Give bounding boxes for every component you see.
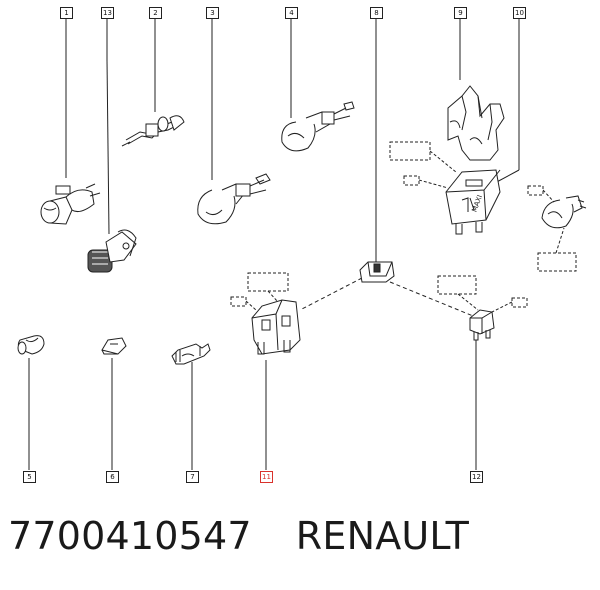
callout-9: 9 (454, 7, 467, 19)
leader-lines (28, 18, 520, 470)
capsule-bulb-5-icon (17, 335, 45, 355)
blade-fuse-11-icon (251, 299, 301, 355)
callout-4: 4 (285, 7, 298, 19)
callout-10: 10 (513, 7, 526, 19)
maxi-fuse-10-icon (445, 169, 501, 235)
callout-13: 13 (101, 7, 114, 19)
part-caption: 7700410547 RENAULT (8, 514, 469, 574)
callout-7: 7 (186, 471, 199, 483)
callout-11-highlighted[interactable]: 11 (260, 471, 273, 483)
headlamp-bulb-1-icon (40, 183, 101, 225)
callout-1: 1 (60, 7, 73, 19)
bayonet-bulb-3-icon (197, 173, 271, 225)
brand-name: RENAULT (295, 514, 469, 558)
callout-5: 5 (23, 471, 36, 483)
parts-diagram: MAXI (17, 18, 587, 470)
part-number: 7700410547 (8, 514, 252, 558)
callout-2: 2 (149, 7, 162, 19)
connection-lines (299, 277, 479, 319)
halogen-bulb-2-icon (121, 115, 185, 147)
callout-12: 12 (470, 471, 483, 483)
callout-3: 3 (206, 7, 219, 19)
festoon-bulb-7-icon (171, 343, 211, 365)
bayonet-bulb-4-icon (281, 101, 355, 152)
callout-8: 8 (370, 7, 383, 19)
wedge-bulb-6-icon (101, 337, 127, 355)
small-bulb-right-icon (541, 195, 587, 229)
fuse-holder-9-icon (447, 85, 505, 161)
callout-6: 6 (106, 471, 119, 483)
placeholder-boxes (230, 141, 577, 313)
headlamp-bulb-13-icon (87, 229, 137, 273)
mini-blade-fuse-12-icon (469, 309, 495, 341)
mini-fuse-8-icon (359, 261, 395, 283)
